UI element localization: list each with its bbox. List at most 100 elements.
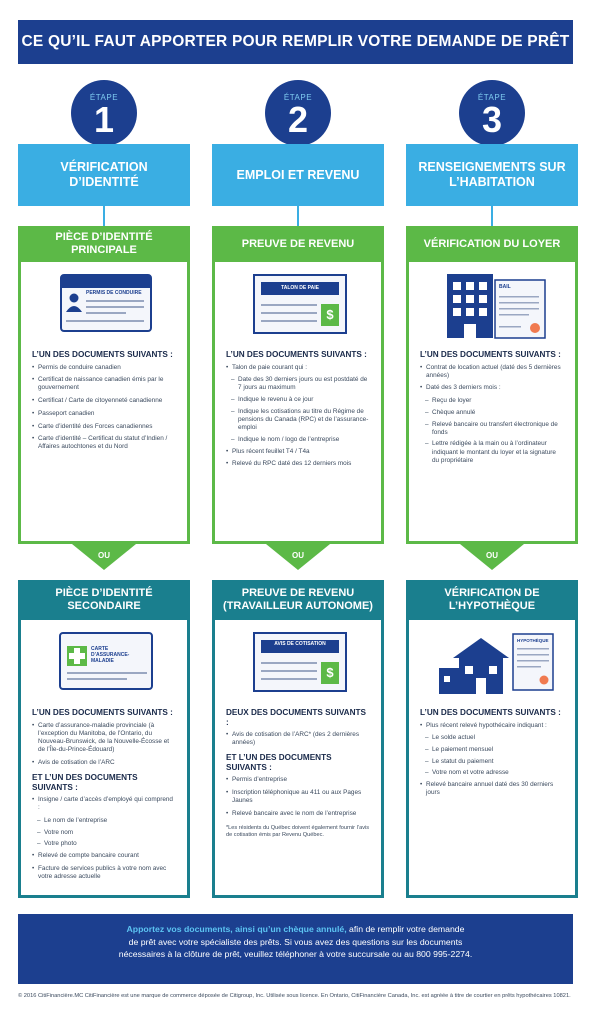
document-list: Talon de paie courant qui :Date des 30 d…	[215, 360, 381, 469]
secondary-card-title: VÉRIFICATION DE L’HYPOTHÈQUE	[406, 580, 578, 620]
section-1: ET L’UN DES DOCUMENTS SUIVANTS : Permis …	[215, 753, 381, 818]
connector-line	[491, 206, 493, 226]
list-sub-item: Votre nom et votre adresse	[420, 769, 564, 777]
step-badge: ÉTAPE 2	[265, 80, 331, 146]
list-item: Plus récent relevé hypothécaire indiquan…	[420, 722, 564, 730]
section-1: ET L’UN DES DOCUMENTS SUIVANTS : Insigne…	[21, 773, 187, 881]
step-badge: ÉTAPE 1	[71, 80, 137, 146]
document-list: Carte d’assurance-maladie provinciale (à…	[21, 718, 187, 768]
list-sub-item: Le nom de l’entreprise	[32, 817, 176, 825]
tax-assessment-icon: AVIS DE COTISATION $	[215, 628, 381, 702]
list-item: Carte d’identité des Forces canadiennes	[32, 423, 176, 431]
primary-card: VÉRIFICATION DU LOYER BAIL L’UN DES DOCU…	[406, 226, 578, 544]
footnote: *Les résidents du Québec doivent égaleme…	[226, 824, 370, 838]
list-sub-item: Reçu de loyer	[420, 397, 564, 405]
list-sub-item: Date des 30 derniers jours ou est postda…	[226, 376, 370, 392]
primary-card-title: VÉRIFICATION DU LOYER	[406, 226, 578, 262]
list-sub-item: Indique les cotisations au titre du Régi…	[226, 408, 370, 433]
secondary-card: PIÈCE D’IDENTITÉ SECONDAIRE CARTE D’ASSU…	[18, 580, 190, 898]
footer-line-1: Apportez vos documents, ainsi qu’un chèq…	[18, 923, 573, 936]
section-0: L’UN DES DOCUMENTS SUIVANTS : Carte d’as…	[21, 708, 187, 767]
footer-line-1-rest: afin de remplir votre demande	[346, 924, 465, 934]
illustration-caption: AVIS DE COTISATION	[261, 640, 339, 653]
section-heading: L’UN DES DOCUMENTS SUIVANTS :	[420, 708, 561, 717]
secondary-card: VÉRIFICATION DE L’HYPOTHÈQUE HYPOTHÈQUE …	[406, 580, 578, 898]
or-label: OU	[486, 551, 498, 560]
footer-callout: Apportez vos documents, ainsi qu’un chèq…	[18, 914, 573, 984]
category-banner: RENSEIGNEMENTS SUR L’HABITATION	[406, 144, 578, 206]
list-item: Carte d’assurance-maladie provinciale (à…	[32, 722, 176, 755]
step-number: 3	[481, 99, 503, 140]
step-label: ÉTAPE	[477, 93, 507, 102]
step-label: ÉTAPE	[89, 93, 119, 102]
document-list: Insigne / carte d’accès d’employé qui co…	[21, 792, 187, 881]
page-title: CE QU’IL FAUT APPORTER POUR REMPLIR VOTR…	[18, 20, 573, 64]
step-label: ÉTAPE	[283, 93, 313, 102]
list-item: Avis de cotisation de l’ARC* (des 2 dern…	[226, 731, 370, 747]
or-arrow: OU	[406, 544, 578, 580]
section-heading: ET L’UN DES DOCUMENTS SUIVANTS :	[32, 773, 138, 792]
list-item: Insigne / carte d’accès d’employé qui co…	[32, 796, 176, 812]
primary-card: PREUVE DE REVENU TALON DE PAIE $ L’UN DE…	[212, 226, 384, 544]
pay-stub-icon: TALON DE PAIE $	[215, 270, 381, 344]
illustration-caption: PERMIS DE CONDUIRE	[86, 290, 142, 296]
list-item: Relevé de compte bancaire courant	[32, 852, 176, 860]
list-item: Inscription téléphonique au 411 ou aux P…	[226, 789, 370, 805]
health-card-icon: CARTE D’ASSURANCE-MALADIE	[21, 628, 187, 702]
list-sub-item: Votre nom	[32, 829, 176, 837]
list-item: Relevé bancaire avec le nom de l’entrepr…	[226, 810, 370, 818]
document-list: Plus récent relevé hypothécaire indiquan…	[409, 718, 575, 798]
secondary-card-title: PIÈCE D’IDENTITÉ SECONDAIRE	[18, 580, 190, 620]
section-heading: L’UN DES DOCUMENTS SUIVANTS :	[420, 350, 561, 359]
list-sub-item: Indique le revenu à ce jour	[226, 396, 370, 404]
primary-card: PIÈCE D’IDENTITÉ PRINCIPALE PERMIS DE CO…	[18, 226, 190, 544]
footer-line-2: de prêt avec votre spécialiste des prêts…	[128, 936, 463, 947]
list-item: Facture de services publics à votre nom …	[32, 865, 176, 881]
section-heading: DEUX DES DOCUMENTS SUIVANTS :	[226, 708, 366, 727]
section-heading: L’UN DES DOCUMENTS SUIVANTS :	[226, 350, 367, 359]
list-sub-item: Relevé bancaire ou transfert électroniqu…	[420, 421, 564, 437]
illustration-caption: HYPOTHÈQUE	[517, 638, 549, 643]
category-banner: EMPLOI ET REVENU	[212, 144, 384, 206]
dollar-icon: $	[321, 304, 339, 326]
list-sub-item: Votre photo	[32, 840, 176, 848]
list-item: Permis de conduire canadien	[32, 364, 176, 372]
document-list: Contrat de location actuel (daté des 5 d…	[409, 360, 575, 466]
list-sub-item: Le paiement mensuel	[420, 746, 564, 754]
document-list: Permis de conduire canadienCertificat de…	[21, 360, 187, 452]
legal-notice: © 2016 CitiFinancière.MC CitiFinancière …	[18, 993, 571, 999]
section-heading: L’UN DES DOCUMENTS SUIVANTS :	[32, 350, 173, 359]
section-heading: L’UN DES DOCUMENTS SUIVANTS :	[32, 708, 173, 717]
list-item: Avis de cotisation de l’ARC	[32, 759, 176, 767]
connector-line	[103, 206, 105, 226]
or-label: OU	[98, 551, 110, 560]
footer-line-3: nécessaires à la clôture de prêt, veuill…	[118, 949, 473, 959]
or-label: OU	[292, 551, 304, 560]
step-badge: ÉTAPE 3	[459, 80, 525, 146]
document-list: Permis d’entrepriseInscription téléphoni…	[215, 772, 381, 818]
secondary-card: PREUVE DE REVENU (TRAVAILLEUR AUTONOME) …	[212, 580, 384, 898]
apartment-lease-icon: BAIL	[409, 270, 575, 344]
primary-card-title: PREUVE DE REVENU	[212, 226, 384, 262]
section-0: L’UN DES DOCUMENTS SUIVANTS : Plus récen…	[409, 708, 575, 797]
section-0: DEUX DES DOCUMENTS SUIVANTS : Avis de co…	[215, 708, 381, 747]
dollar-icon: $	[321, 662, 339, 684]
illustration-caption: BAIL	[499, 284, 511, 290]
list-item: Contrat de location actuel (daté des 5 d…	[420, 364, 564, 380]
illustration-caption: CARTE D’ASSURANCE-MALADIE	[91, 646, 130, 664]
list-sub-item: Indique le nom / logo de l’entreprise	[226, 436, 370, 444]
primary-card-title: PIÈCE D’IDENTITÉ PRINCIPALE	[18, 226, 190, 262]
list-item: Relevé du RPC daté des 12 derniers mois	[226, 460, 370, 468]
step-number: 1	[93, 99, 115, 140]
list-item: Certificat de naissance canadien émis pa…	[32, 376, 176, 392]
list-sub-item: Le solde actuel	[420, 734, 564, 742]
category-banner: VÉRIFICATION D’IDENTITÉ	[18, 144, 190, 206]
list-item: Relevé bancaire annuel daté des 30 derni…	[420, 781, 564, 797]
list-item: Carte d’identité – Certificat du statut …	[32, 435, 176, 451]
list-item: Passeport canadien	[32, 410, 176, 418]
or-arrow: OU	[18, 544, 190, 580]
footer-highlight: Apportez vos documents, ainsi qu’un chèq…	[126, 924, 347, 934]
house-mortgage-icon: HYPOTHÈQUE	[409, 628, 575, 702]
drivers-licence-icon: PERMIS DE CONDUIRE	[21, 270, 187, 344]
list-item: Plus récent feuillet T4 / T4a	[226, 448, 370, 456]
